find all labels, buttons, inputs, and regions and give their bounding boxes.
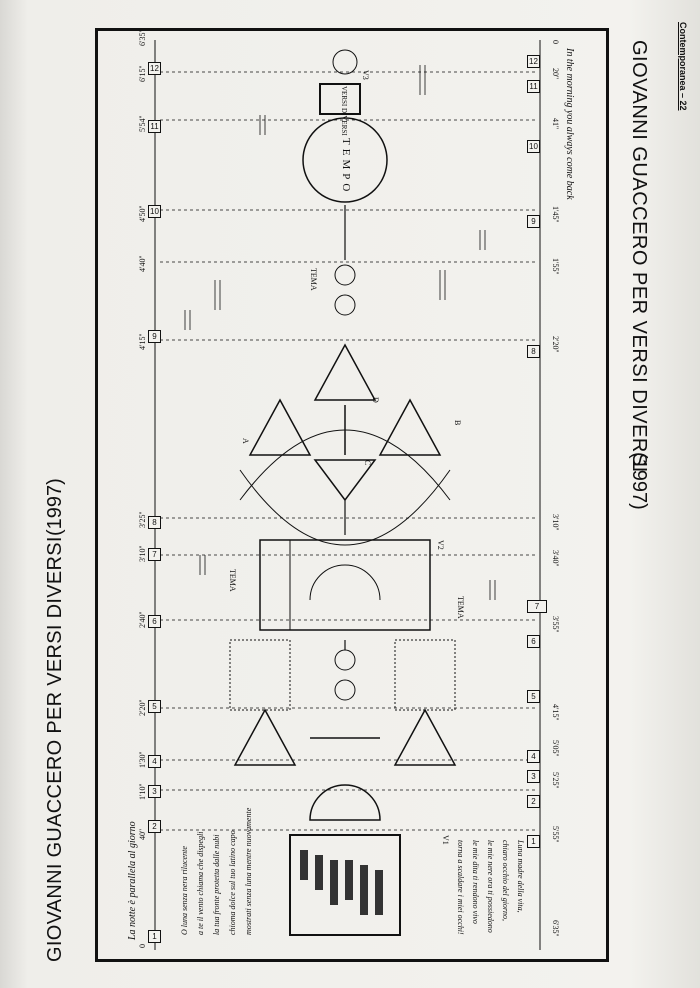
triangle-letter-d: D bbox=[371, 397, 380, 403]
top-caption: In the morning you always come back bbox=[564, 48, 575, 200]
tema-label-3: TEMA bbox=[228, 569, 237, 592]
voice-label-v2: V2 bbox=[436, 540, 445, 550]
versi-diversi-label: VERSI DIVERSI bbox=[340, 86, 348, 136]
bottom-caption: La notte è parallela al giorno bbox=[127, 821, 138, 940]
triangle-letter-a: A bbox=[241, 438, 250, 444]
voice-label-v1: V1 bbox=[441, 835, 450, 845]
tema-label-2: TEMA bbox=[456, 596, 465, 619]
triangle-letter-c: C bbox=[363, 460, 372, 466]
voice-label-v3: V3 bbox=[361, 70, 370, 80]
score-frame bbox=[95, 28, 609, 962]
circle-word: TEMPO bbox=[340, 138, 352, 196]
tema-label-1: TEMA bbox=[309, 268, 318, 291]
triangle-letter-b: B bbox=[453, 420, 462, 426]
